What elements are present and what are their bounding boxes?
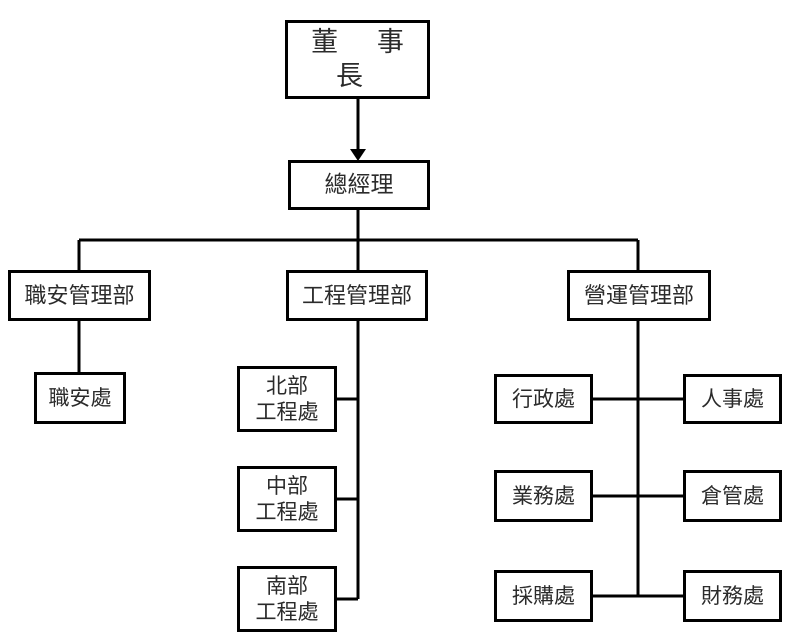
node-purchasing-office: 採購處 [494,570,593,622]
node-general-manager: 總經理 [288,160,430,210]
node-personnel-office: 人事處 [683,374,782,424]
node-chairman: 董 事 長 [285,20,430,99]
node-north-engineering-office: 北部 工程處 [237,366,337,432]
node-dept-operations-management: 營運管理部 [567,270,711,321]
node-central-engineering-office: 中部 工程處 [237,466,337,532]
node-south-engineering-office: 南部 工程處 [237,566,337,632]
node-administration-office: 行政處 [494,374,593,424]
arrowhead-down-icon [350,149,366,161]
node-finance-office: 財務處 [683,570,782,622]
node-safety-office: 職安處 [34,372,126,424]
node-business-office: 業務處 [494,470,593,522]
node-dept-engineering-management: 工程管理部 [286,270,428,321]
node-dept-safety-management: 職安管理部 [8,270,151,321]
node-warehouse-office: 倉管處 [683,470,782,522]
